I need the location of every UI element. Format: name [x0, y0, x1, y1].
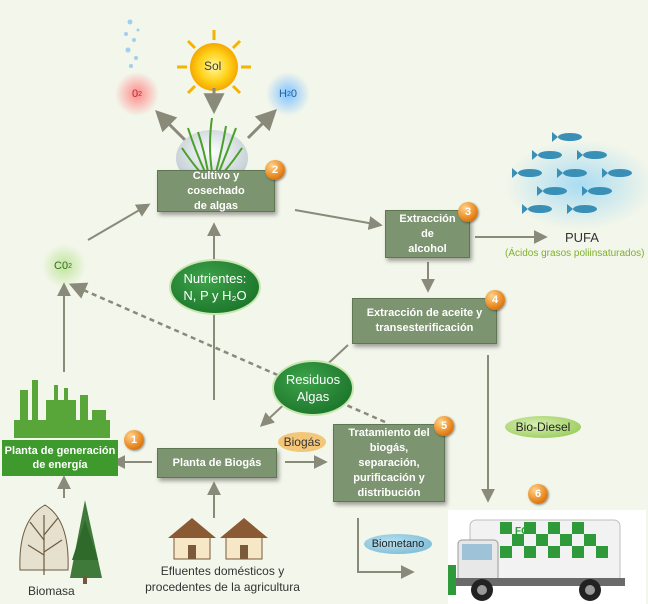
- step-4-badge: 4: [485, 290, 505, 310]
- o2-text: 0: [131, 88, 139, 100]
- o2-glow: [115, 72, 159, 116]
- o2-subscript: 2: [138, 90, 143, 98]
- garbage-truck-icon: [448, 510, 646, 604]
- h2o-h-text: H: [279, 88, 287, 100]
- residuos-line1: Residuos: [285, 372, 341, 387]
- nutrientes-line2: N, P y H₂O: [183, 288, 247, 303]
- biometano-pill: Biometano: [364, 534, 432, 554]
- tratamiento-line1: Tratamiento del: [348, 426, 430, 439]
- biogas-label: Biogás: [283, 434, 321, 449]
- extraccion-aceite-line1: Extracción de aceite y: [366, 307, 483, 319]
- biomass-trees-icon: [19, 500, 102, 584]
- arrow-algae-to-h2o: [246, 109, 277, 140]
- power-plant-icon: [14, 380, 110, 438]
- co2-text: C0: [54, 260, 69, 272]
- step-3-badge: 3: [458, 202, 478, 222]
- arrow-co2-to-cultivo: [87, 203, 151, 241]
- residuos-line2: Algas: [296, 389, 330, 404]
- arrow-algae-to-o2: [155, 110, 187, 142]
- tratamiento-line2: biogás, separación,: [358, 441, 420, 469]
- planta-biogas-label: Planta de Biogás: [172, 456, 262, 469]
- houses-icon: [168, 518, 268, 560]
- sun-label: Sol: [204, 59, 222, 73]
- fish-glow: [505, 140, 648, 230]
- pufa-label: PUFA: [565, 230, 599, 245]
- efluentes-line2: procedentes de la agricultura: [145, 580, 300, 594]
- pufa-description: (Ácidos grasos poliinsaturados): [505, 248, 645, 259]
- nutrientes-line1: Nutrientes:: [183, 271, 247, 286]
- power-plant-label: Planta de generación de energía: [2, 440, 118, 476]
- extraccion-alcohol-line2: de: [421, 227, 434, 240]
- extraccion-alcohol-box: Extracción de alcohol: [385, 210, 470, 258]
- truck-logo: FCC: [515, 526, 536, 537]
- efluentes-label: Efluentes domésticos y procedentes de la…: [135, 563, 310, 595]
- power-plant-line1: Planta de generación: [4, 445, 116, 457]
- oxygen-bubbles-icon: [124, 19, 140, 68]
- extraccion-aceite-line2: transesterificación: [375, 322, 474, 334]
- co2-subscript: 2: [68, 262, 72, 270]
- fish-school-icon: [512, 132, 632, 214]
- cultivo-line2: de algas: [193, 199, 239, 212]
- arrow-cultivo-to-alcohol: [294, 209, 383, 230]
- h2o-glow: [266, 72, 310, 116]
- step-1-badge: 1: [124, 430, 144, 450]
- step-6-badge: 6: [528, 484, 548, 504]
- tratamiento-box: Tratamiento del biogás, separación, purifi…: [333, 424, 445, 502]
- sun-icon: [177, 30, 251, 104]
- biodiesel-label: Bio-Diesel: [515, 419, 571, 434]
- h2o-o-text: 0: [290, 88, 297, 100]
- biogas-pill: Biogás: [278, 432, 326, 452]
- cultivo-box: Cultivo y cosechado de algas: [157, 170, 275, 212]
- power-plant-line2: de energía: [32, 459, 88, 471]
- nutrientes-oval: Nutrientes: N, P y H₂O: [169, 259, 261, 315]
- biodiesel-pill: Bio-Diesel: [505, 416, 581, 438]
- step-5-badge: 5: [434, 416, 454, 436]
- planta-biogas-box: Planta de Biogás: [157, 448, 277, 478]
- h2o-subscript: 2: [286, 90, 291, 98]
- extraccion-aceite-box: Extracción de aceite y transesterificació…: [352, 298, 497, 344]
- step-2-badge: 2: [265, 160, 285, 180]
- tratamiento-line3: purificación y: [353, 471, 425, 484]
- co2-glow: [42, 244, 86, 288]
- extraccion-alcohol-line1: Extracción: [399, 212, 456, 225]
- tratamiento-line4: distribución: [357, 486, 421, 499]
- extraccion-alcohol-line3: alcohol: [408, 242, 447, 255]
- arrow-tratamiento-to-truck: [357, 518, 415, 579]
- cultivo-line1: Cultivo y cosechado: [187, 169, 245, 197]
- efluentes-line1: Efluentes domésticos y: [160, 564, 285, 578]
- biomasa-label: Biomasa: [28, 584, 75, 598]
- biometano-label: Biometano: [371, 537, 425, 550]
